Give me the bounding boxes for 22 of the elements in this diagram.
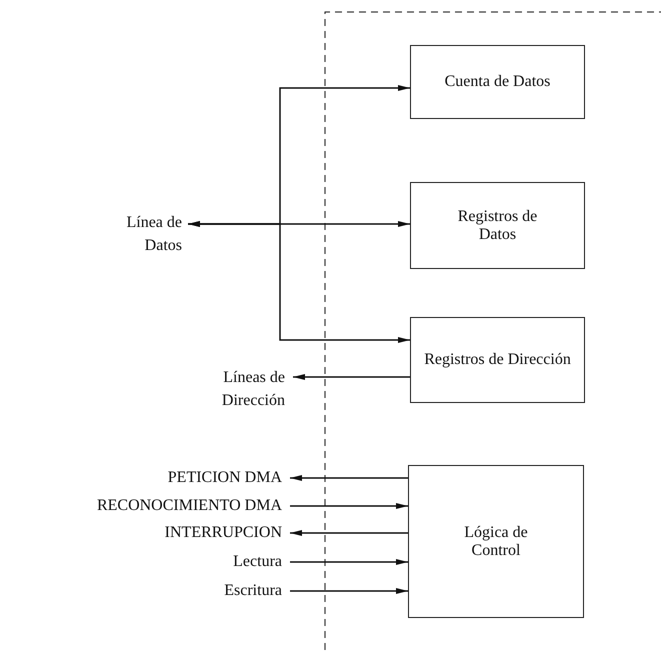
signal-label: RECONOCIMIENTO DMA [96,496,282,516]
block-box [408,465,584,618]
signal-label: INTERRUPCION [164,523,282,544]
block-box [410,182,585,269]
block-box [410,45,585,119]
block-label: Registros de Datos [456,208,538,244]
signal-label: Lectura [233,552,282,572]
signal-label: PETICION DMA [168,468,282,488]
arrow [290,503,408,509]
arrow [290,530,408,536]
block-box [410,317,585,403]
block-label: Lógica de Control [463,524,529,560]
arrow [188,221,410,343]
signal-label: Escritura [224,581,282,602]
arrow [293,374,410,380]
block-label: Cuenta de Datos [444,73,552,91]
arrow [290,588,408,594]
signal-label: Línea de Datos [125,212,182,256]
arrow [290,559,408,565]
arrow [290,475,408,481]
block-label: Registros de Dirección [423,351,572,369]
signal-label: Líneas de Dirección [220,368,285,411]
